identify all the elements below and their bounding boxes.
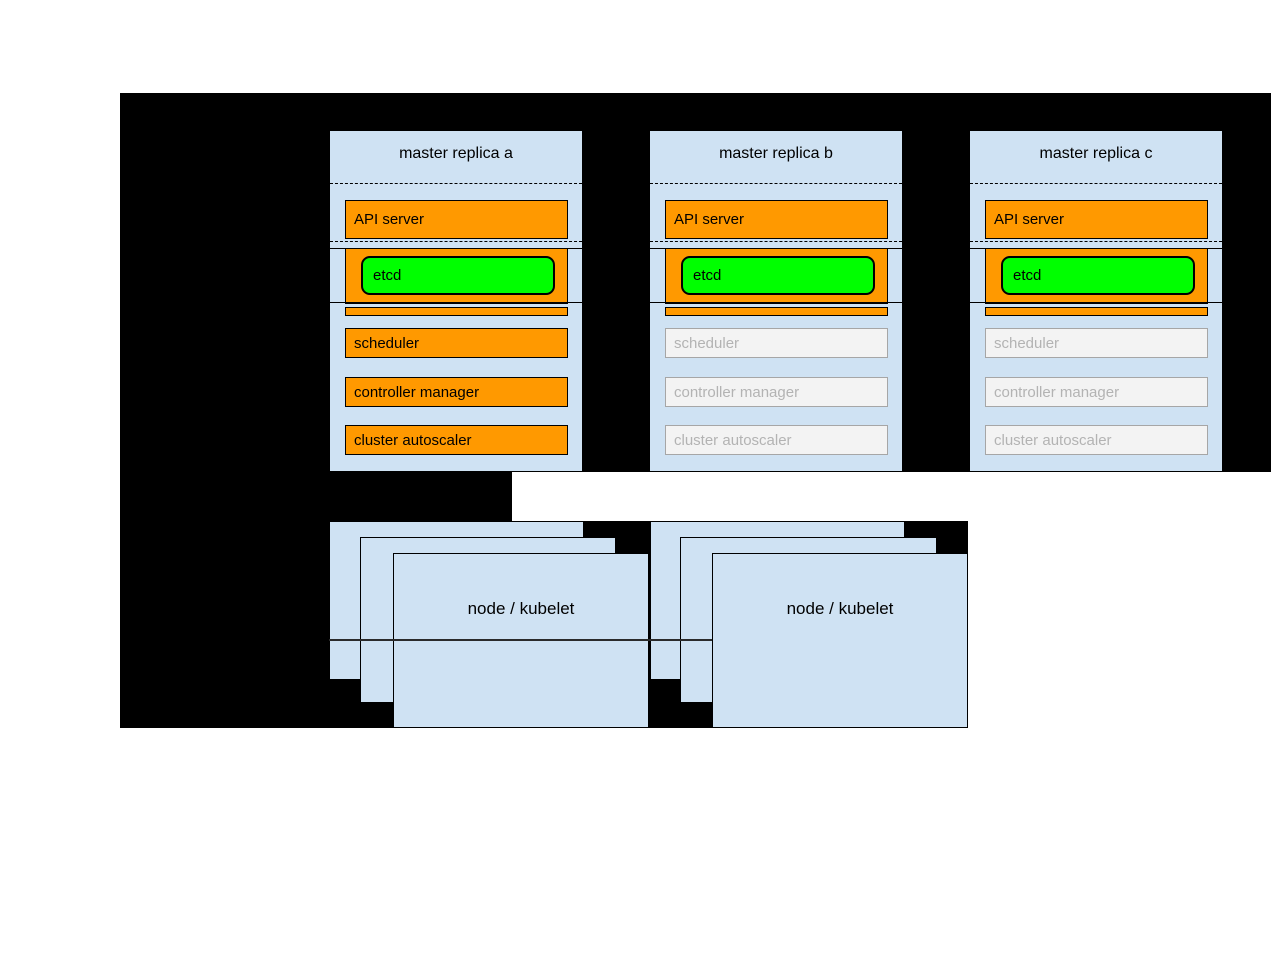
api-server-label: API server xyxy=(674,211,745,228)
orange-strip xyxy=(665,307,888,316)
controller-manager-label: controller manager xyxy=(354,383,480,401)
node-kubelet-label: node / kubelet xyxy=(467,599,575,618)
cluster-autoscaler-box: cluster autoscaler xyxy=(665,425,888,455)
scheduler-label: scheduler xyxy=(354,334,420,352)
api-server-etcd-wrapper-box: etcd xyxy=(665,248,888,304)
scheduler-box: scheduler xyxy=(985,328,1208,358)
controller-manager-label: controller manager xyxy=(674,383,800,401)
dashed-separator xyxy=(650,183,902,184)
replica-title: master replica b xyxy=(719,145,833,162)
node-box-front: node / kubelet xyxy=(712,553,968,728)
scheduler-label: scheduler xyxy=(674,334,740,352)
cluster-autoscaler-label: cluster autoscaler xyxy=(674,431,792,449)
scheduler-box: scheduler xyxy=(345,328,568,358)
horizontal-connector-line xyxy=(329,639,713,641)
cluster-autoscaler-box: cluster autoscaler xyxy=(985,425,1208,455)
orange-strip xyxy=(345,307,568,316)
dashed-separator xyxy=(330,241,582,242)
node-kubelet-label: node / kubelet xyxy=(786,599,894,618)
dashed-separator xyxy=(330,183,582,184)
api-server-box: API server xyxy=(985,200,1208,239)
controller-manager-box: controller manager xyxy=(345,377,568,407)
dashed-separator xyxy=(970,183,1222,184)
etcd-box: etcd xyxy=(681,256,875,295)
master-replica-c-card: master replica c API server etcd schedul… xyxy=(969,130,1223,472)
scheduler-box: scheduler xyxy=(665,328,888,358)
etcd-label: etcd xyxy=(1013,267,1042,284)
controller-manager-box: controller manager xyxy=(665,377,888,407)
cluster-autoscaler-label: cluster autoscaler xyxy=(354,431,472,449)
solid-separator xyxy=(970,248,1222,249)
master-replica-b-card: master replica b API server etcd schedul… xyxy=(649,130,903,472)
solid-separator xyxy=(650,302,902,303)
background-panel-middle xyxy=(120,472,512,521)
solid-separator xyxy=(330,248,582,249)
api-server-label: API server xyxy=(994,211,1065,228)
etcd-label: etcd xyxy=(693,267,722,284)
cluster-autoscaler-label: cluster autoscaler xyxy=(994,431,1112,449)
etcd-label: etcd xyxy=(373,267,402,284)
master-replica-a-card: master replica a API server etcd schedul… xyxy=(329,130,583,472)
api-server-box: API server xyxy=(345,200,568,239)
controller-manager-box: controller manager xyxy=(985,377,1208,407)
dashed-separator xyxy=(650,241,902,242)
etcd-box: etcd xyxy=(1001,256,1195,295)
etcd-box: etcd xyxy=(361,256,555,295)
solid-separator xyxy=(330,302,582,303)
api-server-etcd-wrapper-box: etcd xyxy=(345,248,568,304)
solid-separator xyxy=(970,302,1222,303)
replica-title: master replica c xyxy=(1039,145,1153,162)
solid-separator xyxy=(650,248,902,249)
replica-title: master replica a xyxy=(399,145,513,162)
controller-manager-label: controller manager xyxy=(994,383,1120,401)
scheduler-label: scheduler xyxy=(994,334,1060,352)
dashed-separator xyxy=(970,241,1222,242)
api-server-etcd-wrapper-box: etcd xyxy=(985,248,1208,304)
orange-strip xyxy=(985,307,1208,316)
api-server-label: API server xyxy=(354,211,425,228)
cluster-autoscaler-box: cluster autoscaler xyxy=(345,425,568,455)
api-server-box: API server xyxy=(665,200,888,239)
